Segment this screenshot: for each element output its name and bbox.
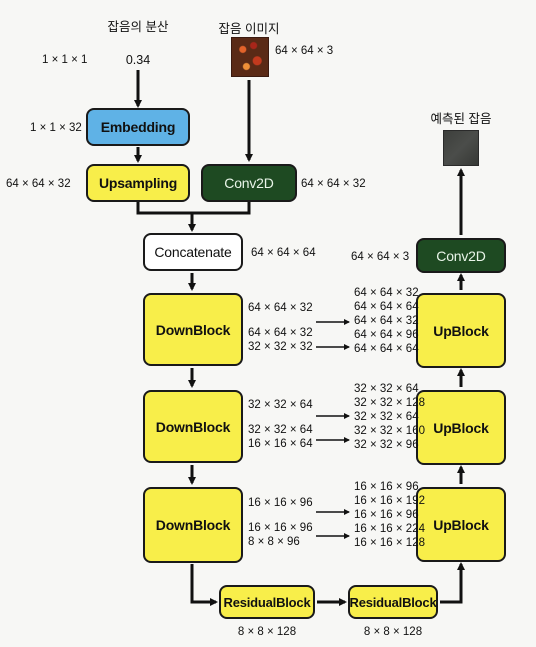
noise-variance-value: 0.34 [125,53,151,67]
up-shape: 64 × 64 × 64 [354,301,419,313]
upblock-2: UpBlock [416,390,506,465]
up-shape: 64 × 64 × 32 [354,287,419,299]
upblock-2-shapes: 32 × 32 × 64 32 × 32 × 128 32 × 32 × 64 … [354,382,425,452]
up-shape: 64 × 64 × 96 [354,329,419,341]
conv2d-output-block: Conv2D [416,238,506,273]
conv2d-input-block: Conv2D [201,164,297,202]
residual-block-2: ResidualBlock [348,585,438,619]
up-shape: 64 × 64 × 64 [354,343,419,355]
skip-shape: 64 × 64 × 32 [248,302,313,314]
residual-block-1: ResidualBlock [219,585,315,619]
upsampling-block: Upsampling [86,164,190,202]
noise-variance-shape: 1 × 1 × 1 [42,54,88,66]
upblock-1-shapes: 64 × 64 × 32 64 × 64 × 64 64 × 64 × 32 6… [354,286,419,356]
predicted-noise-image [443,130,479,166]
up-shape: 32 × 32 × 128 [354,397,425,409]
up-shape: 64 × 64 × 32 [354,315,419,327]
conv2d-input-output-shape: 64 × 64 × 32 [301,178,366,190]
downblock-output-shape: 16 × 16 × 64 [248,438,313,450]
upblock-1: UpBlock [416,293,506,368]
residual-block-1-output-shape: 8 × 8 × 128 [237,626,297,638]
upsampling-output-shape: 64 × 64 × 32 [6,178,71,190]
noisy-image-title: 잡음 이미지 [218,22,280,36]
predicted-noise-title: 예측된 잡음 [430,112,492,126]
residual-block-2-output-shape: 8 × 8 × 128 [363,626,423,638]
downblock-2-shapes: 32 × 32 × 64 32 × 32 × 64 16 × 16 × 64 [248,398,313,451]
noisy-image-shape: 64 × 64 × 3 [275,45,334,57]
concatenate-block: Concatenate [143,233,243,271]
up-shape: 32 × 32 × 64 [354,383,419,395]
concatenate-output-shape: 64 × 64 × 64 [251,247,316,259]
up-shape: 32 × 32 × 160 [354,425,425,437]
skip-shape: 32 × 32 × 64 [248,399,313,411]
skip-shape: 64 × 64 × 32 [248,327,313,339]
downblock-1-shapes: 64 × 64 × 32 64 × 64 × 32 32 × 32 × 32 [248,301,313,354]
embedding-block: Embedding [86,108,190,146]
up-shape: 16 × 16 × 224 [354,523,425,535]
downblock-3: DownBlock [143,487,243,563]
up-shape: 16 × 16 × 96 [354,481,419,493]
downblock-2: DownBlock [143,390,243,463]
downblock-output-shape: 32 × 32 × 32 [248,341,313,353]
downblock-1: DownBlock [143,293,243,366]
upblock-3-shapes: 16 × 16 × 96 16 × 16 × 192 16 × 16 × 96 … [354,480,425,550]
up-shape: 16 × 16 × 96 [354,509,419,521]
upblock-3: UpBlock [416,487,506,562]
downblock-3-shapes: 16 × 16 × 96 16 × 16 × 96 8 × 8 × 96 [248,496,313,549]
skip-shape: 16 × 16 × 96 [248,522,313,534]
up-shape: 32 × 32 × 96 [354,439,419,451]
embedding-output-shape: 1 × 1 × 32 [30,122,82,134]
skip-shape: 16 × 16 × 96 [248,497,313,509]
up-shape: 16 × 16 × 128 [354,537,425,549]
noise-variance-title: 잡음의 분산 [107,20,169,34]
downblock-output-shape: 8 × 8 × 96 [248,536,300,548]
skip-shape: 32 × 32 × 64 [248,424,313,436]
up-shape: 32 × 32 × 64 [354,411,419,423]
up-shape: 16 × 16 × 192 [354,495,425,507]
noisy-image [231,37,269,77]
conv2d-output-input-shape: 64 × 64 × 3 [351,251,410,263]
